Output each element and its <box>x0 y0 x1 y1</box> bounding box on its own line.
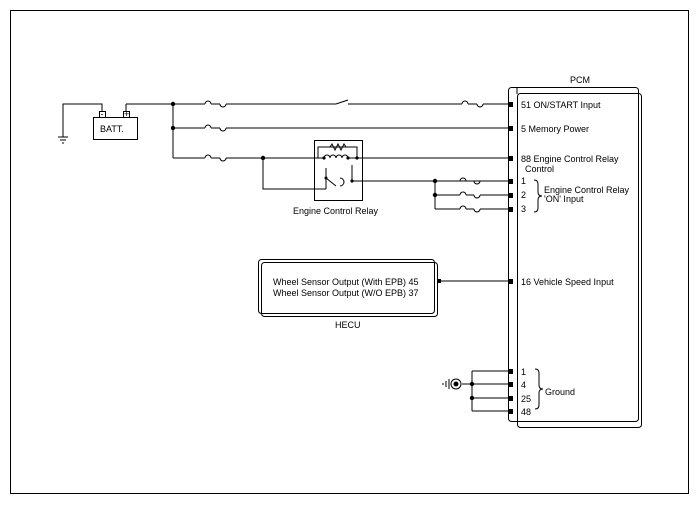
engine-control-relay <box>314 140 363 201</box>
battery-label: BATT. <box>100 124 124 134</box>
pin-label-vehicle-speed: 16 Vehicle Speed Input <box>521 277 614 287</box>
pin-label-memory-power: 5 Memory Power <box>521 124 589 134</box>
pcm-title: PCM <box>570 75 590 85</box>
hecu-module <box>258 259 441 317</box>
hecu-line-with-epb: Wheel Sensor Output (With EPB) 45 <box>273 277 419 287</box>
diagram-frame <box>10 10 689 494</box>
ecr-on-label-1: Engine Control Relay <box>544 185 630 195</box>
ground-label: Ground <box>545 387 575 397</box>
pin-label-on-start: 51 ON/START Input <box>521 100 601 110</box>
battery-positive: + <box>124 109 129 119</box>
splice-points <box>170 101 475 401</box>
hecu-label: HECU <box>335 320 361 330</box>
power-wiring <box>125 99 508 412</box>
pcm-module <box>508 87 642 428</box>
pcm-pins <box>508 102 513 414</box>
relay-label: Engine Control Relay <box>293 206 379 216</box>
hecu-line-without-epb: Wheel Sensor Output (W/O EPB) 37 <box>273 288 419 298</box>
pin-label-ground-1: 1 <box>521 367 526 377</box>
ecr-on-brace <box>533 179 543 213</box>
ground-brace <box>534 368 544 410</box>
pin-label-ecr-control-2: Control <box>525 164 554 174</box>
pin-label-ground-25: 25 <box>521 394 531 404</box>
battery: - + BATT. <box>58 103 138 144</box>
pin-label-ground-4: 4 <box>521 380 526 390</box>
pin-label-ecr-on-3: 3 <box>521 204 526 214</box>
pin-label-ground-48: 48 <box>521 407 531 417</box>
pin-label-ecr-control: 88 Engine Control Relay <box>521 154 619 164</box>
battery-negative: - <box>101 109 104 119</box>
pin-label-ecr-on-2: 2 <box>521 190 526 200</box>
pin-label-ecr-on-1: 1 <box>521 176 526 186</box>
ground-terminal-icon <box>442 378 462 390</box>
ecr-on-label-2: 'ON' Input <box>544 194 584 204</box>
